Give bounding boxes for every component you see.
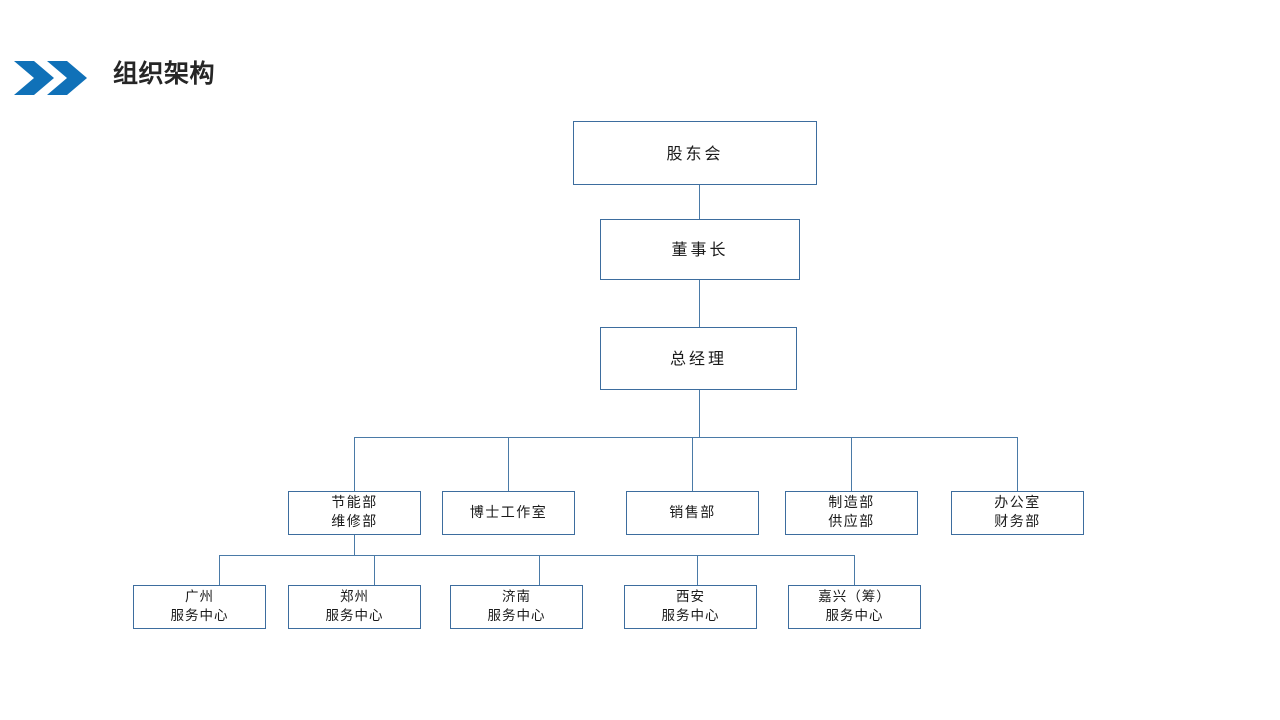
connector-energy-maintenance-bus2 xyxy=(354,535,355,556)
double-chevron-right-icon xyxy=(14,60,90,96)
org-node-label-line1: 办公室 xyxy=(994,495,1041,511)
connector-bus-sales xyxy=(692,437,693,491)
connector-bus2-xian xyxy=(697,555,698,586)
org-node-label-line1: 郑州 xyxy=(340,589,369,605)
org-node-label-line1: 博士工作室 xyxy=(469,504,548,521)
org-node-label-line1: 西安 xyxy=(676,589,705,605)
org-node-label-line1: 济南 xyxy=(502,589,531,605)
connector-bus2-jinan xyxy=(539,555,540,586)
org-node-label-line2: 服务中心 xyxy=(170,608,229,624)
org-node-label: 股东会 xyxy=(666,143,724,163)
connector-shareholders-chairman xyxy=(699,185,700,219)
org-node-label-line1: 嘉兴（筹） xyxy=(818,589,891,605)
org-node-label-line2: 维修部 xyxy=(331,514,378,530)
org-node-label-line2: 服务中心 xyxy=(325,608,384,624)
org-node-label-line2: 服务中心 xyxy=(825,608,884,624)
org-node-label-line1: 销售部 xyxy=(669,504,716,521)
org-node-shareholders[interactable]: 股东会 xyxy=(573,121,817,185)
org-node-jinan-service-center[interactable]: 济南 服务中心 xyxy=(450,585,583,629)
connector-bus2-zhengzhou xyxy=(374,555,375,586)
connector-bus2-jiaxing xyxy=(854,555,855,586)
org-node-doctor-studio[interactable]: 博士工作室 xyxy=(442,491,575,535)
connector-bus-office-finance xyxy=(1017,437,1018,491)
connector-chairman-generalmanager xyxy=(699,280,700,327)
connector-generalmanager-bus xyxy=(699,390,700,438)
org-node-label-line1: 节能部 xyxy=(331,495,378,511)
org-node-chairman[interactable]: 董事长 xyxy=(600,219,800,280)
connector-bus-manufacturing-supply xyxy=(851,437,852,491)
connector-bus-energy-maintenance xyxy=(354,437,355,491)
org-node-label-line1: 制造部 xyxy=(828,495,875,511)
org-node-label: 总经理 xyxy=(669,349,727,368)
org-node-manufacturing-supply[interactable]: 制造部 供应部 xyxy=(785,491,918,535)
org-node-label-line2: 供应部 xyxy=(828,514,875,530)
org-node-label-line2: 财务部 xyxy=(994,514,1041,530)
org-node-general-manager[interactable]: 总经理 xyxy=(600,327,797,390)
connector-bus-doctor-studio xyxy=(508,437,509,491)
department-bus xyxy=(354,437,1018,438)
org-node-sales[interactable]: 销售部 xyxy=(626,491,759,535)
org-node-label-line1: 广州 xyxy=(185,589,214,605)
service-center-bus xyxy=(219,555,855,556)
org-node-energy-maintenance[interactable]: 节能部 维修部 xyxy=(288,491,421,535)
org-node-zhengzhou-service-center[interactable]: 郑州 服务中心 xyxy=(288,585,421,629)
slide-header: 组织架构 xyxy=(0,48,1280,106)
org-node-guangzhou-service-center[interactable]: 广州 服务中心 xyxy=(133,585,266,629)
org-node-jiaxing-service-center[interactable]: 嘉兴（筹） 服务中心 xyxy=(788,585,921,629)
org-node-label-line2: 服务中心 xyxy=(487,608,546,624)
org-node-label: 董事长 xyxy=(671,240,729,259)
org-node-office-finance[interactable]: 办公室 财务部 xyxy=(951,491,1084,535)
org-node-xian-service-center[interactable]: 西安 服务中心 xyxy=(624,585,757,629)
connector-bus2-guangzhou xyxy=(219,555,220,586)
org-node-label-line2: 服务中心 xyxy=(661,608,720,624)
page-title: 组织架构 xyxy=(113,60,216,88)
